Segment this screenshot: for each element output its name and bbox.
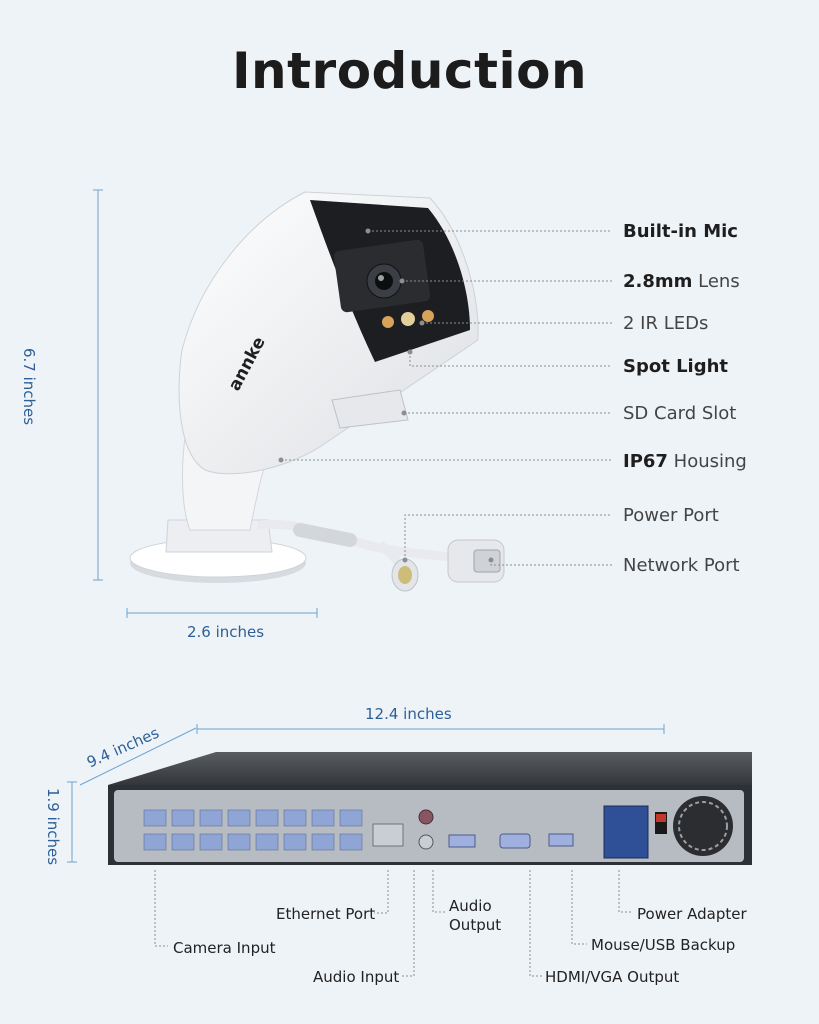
callout-network-port: Network Port	[623, 555, 740, 576]
callout-built-in-mic: Built-in Mic	[623, 221, 738, 242]
ethernet-port	[372, 823, 404, 847]
nvr-callout-lines	[154, 870, 632, 977]
power-socket	[603, 805, 649, 859]
callout-ir-leds: 2 IR LEDs	[623, 313, 709, 334]
hdmi-port	[448, 834, 476, 848]
callout-housing: IP67 Housing	[623, 451, 747, 472]
audio-out-jack	[418, 834, 434, 850]
callout-hdmi-vga: HDMI/VGA Output	[545, 968, 680, 986]
vga-port	[499, 833, 531, 849]
callout-power-adapter: Power Adapter	[637, 905, 747, 923]
cooling-fan	[673, 796, 733, 856]
camera-dimension-lines	[93, 189, 318, 618]
callout-sd-card-slot: SD Card Slot	[623, 403, 737, 424]
camera-width-label: 2.6 inches	[187, 623, 265, 641]
callout-lens: 2.8mm Lens	[623, 271, 740, 292]
nvr-dimension-lines	[67, 724, 665, 863]
callout-spot-light: Spot Light	[623, 356, 729, 377]
audio-in-jack	[418, 809, 434, 825]
callout-usb-backup: Mouse/USB Backup	[591, 936, 736, 954]
usb-port	[548, 833, 574, 847]
camera-callout-lines	[281, 230, 612, 566]
camera-input-ports	[143, 809, 363, 851]
camera-mount	[129, 429, 307, 583]
nvr-width-label: 12.4 inches	[365, 705, 452, 723]
callout-power-port: Power Port	[623, 505, 719, 526]
callout-audio-input: Audio Input	[313, 968, 400, 986]
nvr-height-label: 1.9 inches	[44, 788, 62, 866]
nvr-device	[108, 752, 752, 865]
camera-height-label: 6.7 inches	[20, 348, 38, 426]
camera-body: annke	[178, 191, 479, 475]
callout-ethernet-port: Ethernet Port	[276, 905, 376, 923]
callout-camera-input: Camera Input	[173, 939, 276, 957]
page-title: Introduction	[231, 42, 588, 100]
network-port-connector	[447, 539, 505, 583]
